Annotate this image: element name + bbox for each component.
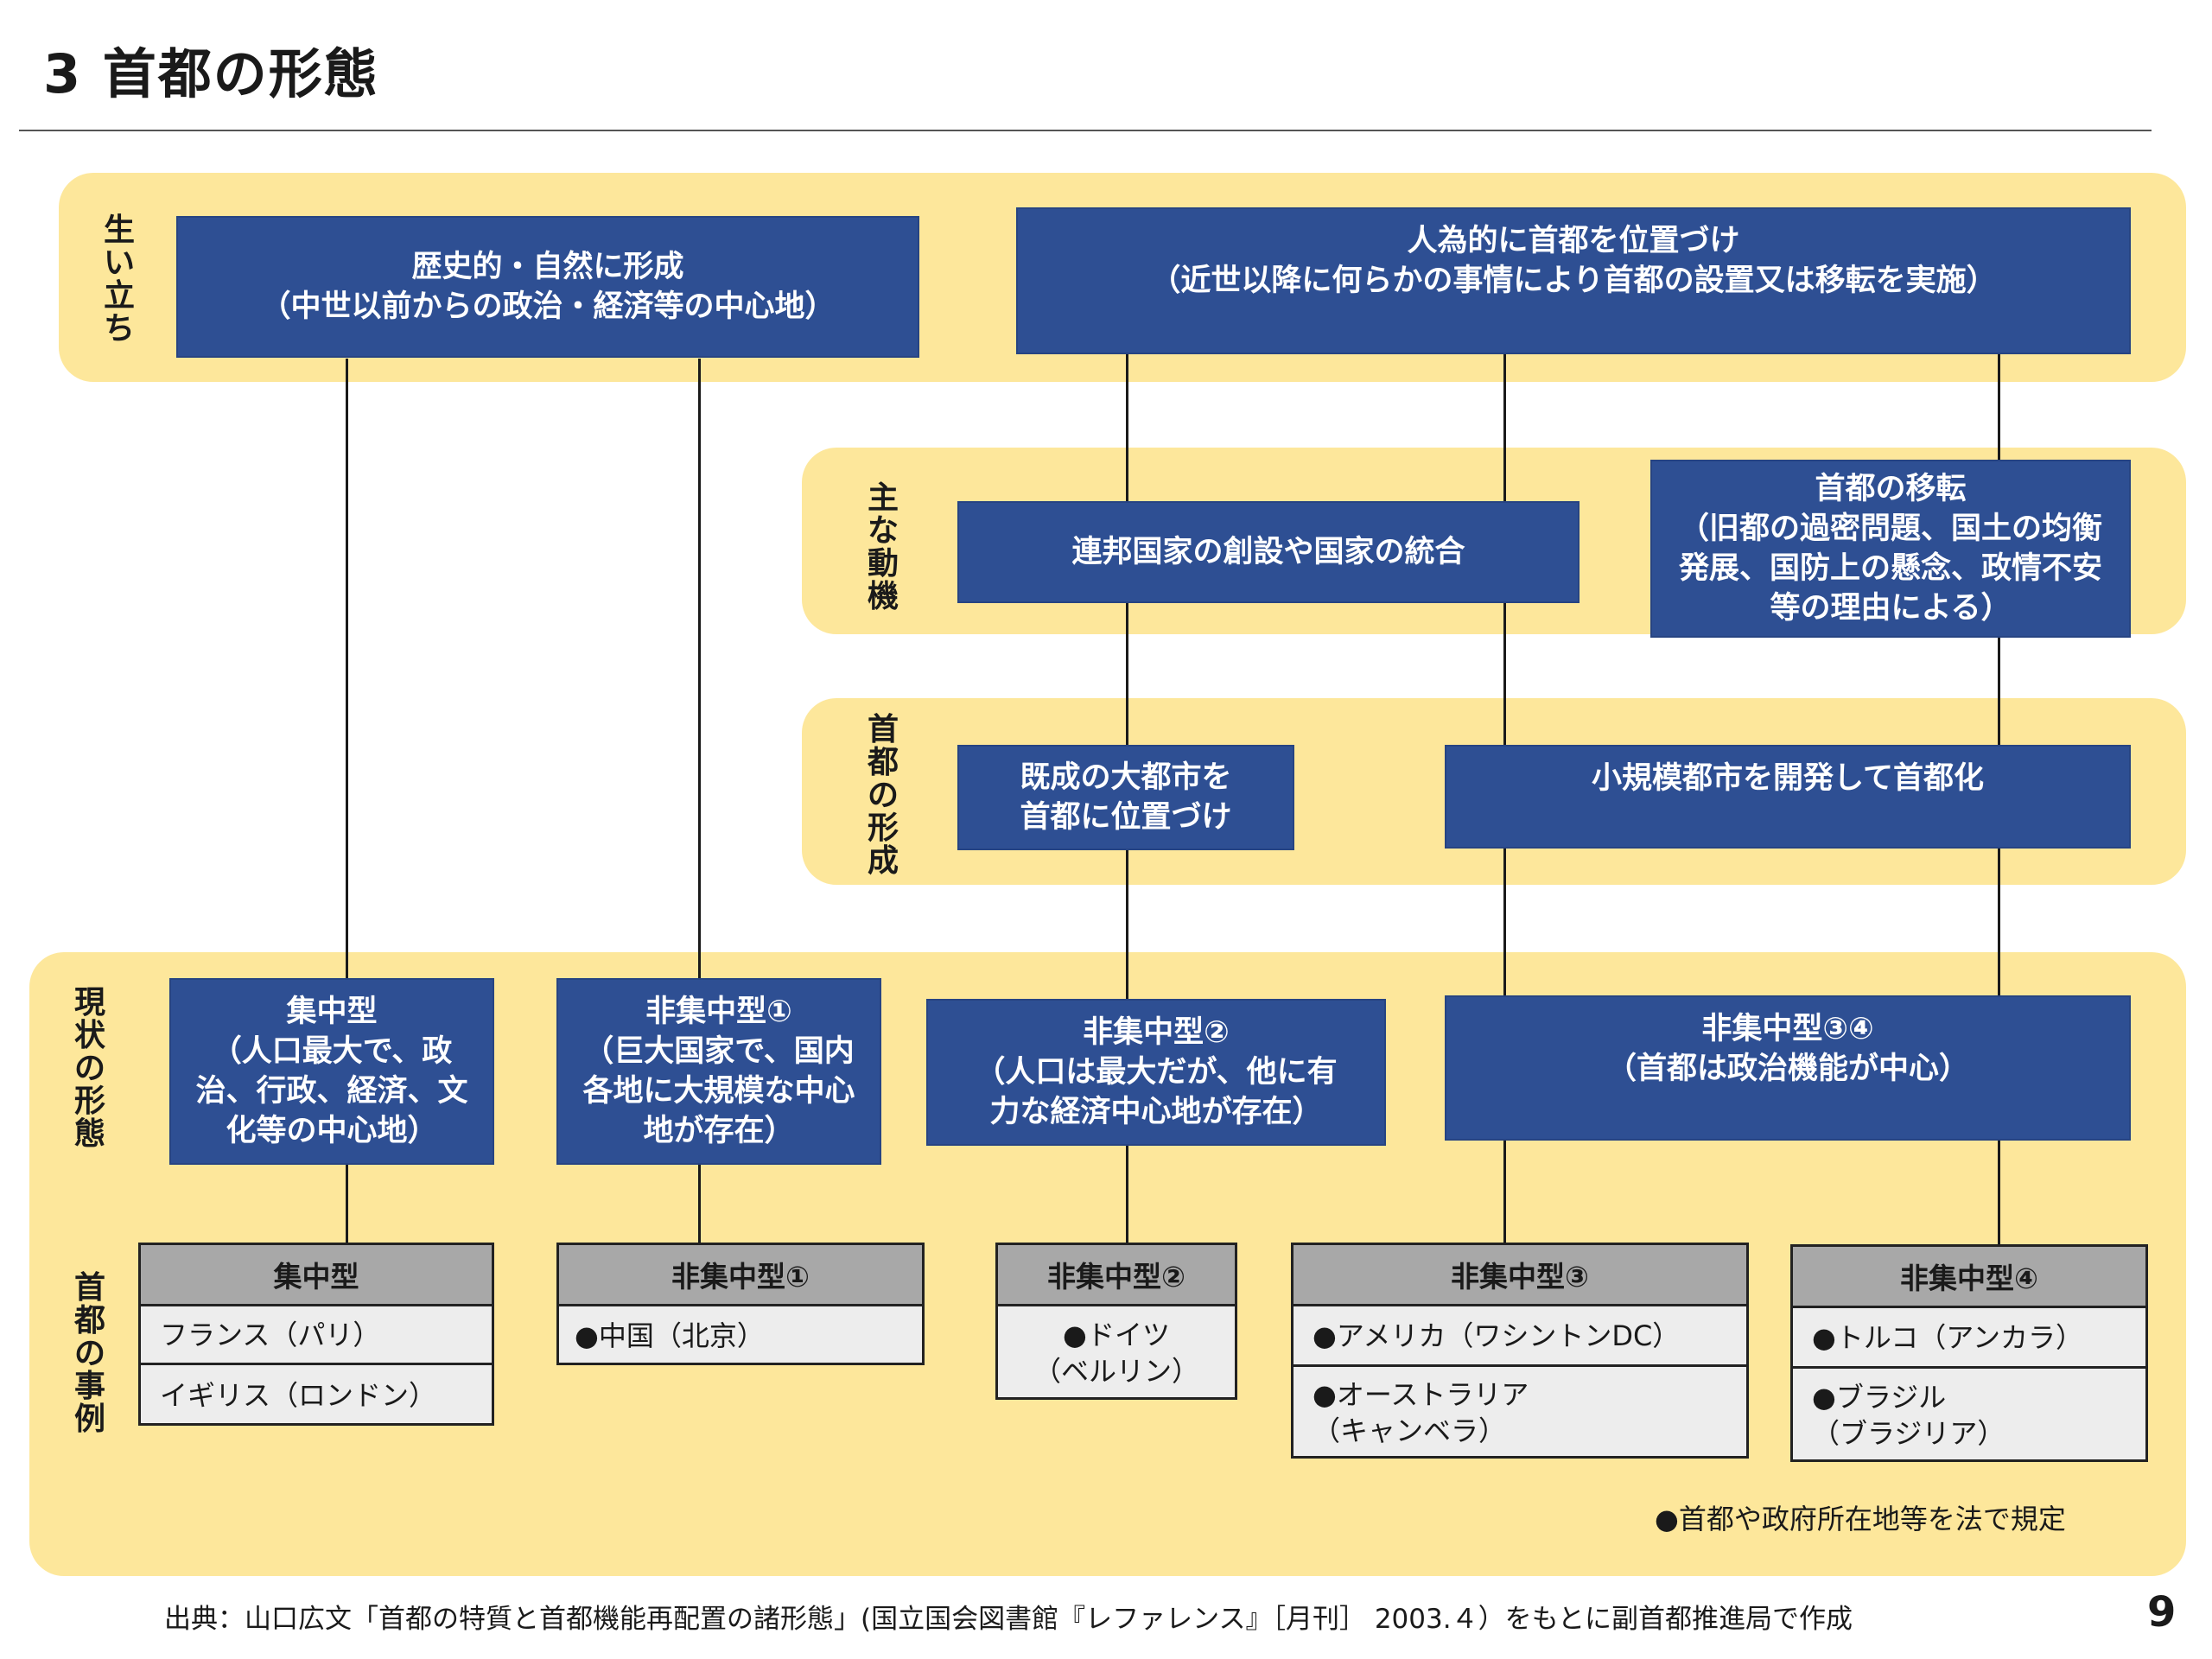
box-current-decentral34: 非集中型③④ （首都は政治機能が中心） (1445, 995, 2131, 1141)
box-origin-artificial: 人為的に首都を位置づけ （近世以降に何らかの事情により首都の設置又は移転を実施） (1016, 207, 2131, 354)
example-table-decentral2: 非集中型② ●ドイツ （ベルリン） (995, 1243, 1237, 1400)
page-number: 9 (2147, 1588, 2177, 1637)
box-motive-relocation: 首都の移転 （旧都の過密問題、国土の均衡発展、国防上の懸念、政情不安等の理由によ… (1650, 460, 2131, 638)
row-label-origin: 生い立ち (103, 213, 135, 346)
box-motive-federation: 連邦国家の創設や国家の統合 (957, 501, 1580, 603)
example-header: 集中型 (141, 1245, 492, 1306)
connector-natural-decentral1 (698, 359, 701, 1244)
legal-note: ●首都や政府所在地等を法で規定 (1655, 1503, 2066, 1535)
example-item: ●アメリカ（ワシントンDC） (1294, 1306, 1746, 1367)
box-formation-small: 小規模都市を開発して首都化 (1445, 745, 2131, 849)
page-title: 3 首都の形態 (43, 42, 379, 105)
example-header: 非集中型① (559, 1245, 922, 1306)
example-item: フランス（パリ） (141, 1306, 492, 1365)
source-citation: 出典：山口広文「首都の特質と首都機能再配置の諸形態」(国立国会図書館『レファレン… (164, 1604, 1853, 1635)
example-item: ●トルコ（アンカラ） (1793, 1308, 2145, 1369)
box-formation-existing: 既成の大都市を 首都に位置づけ (957, 745, 1294, 850)
row-label-formation: 首都の形成 (867, 712, 899, 879)
example-table-centralized: 集中型 フランス（パリ） イギリス（ロンドン） (138, 1243, 494, 1426)
example-header: 非集中型③ (1294, 1245, 1746, 1306)
example-item: ●オーストラリア （キャンベラ） (1313, 1378, 1529, 1447)
row-label-examples: 首都の事例 (73, 1270, 105, 1437)
example-item: ●ブラジル （ブラジリア） (1812, 1381, 2005, 1450)
box-current-decentral2: 非集中型② （人口は最大だが、他に有力な経済中心地が存在） (926, 999, 1386, 1146)
example-table-decentral4: 非集中型④ ●トルコ（アンカラ） ●ブラジル （ブラジリア） (1790, 1244, 2148, 1462)
connector-natural-centralized (346, 359, 348, 1244)
box-origin-natural: 歴史的・自然に形成 （中世以前からの政治・経済等の中心地） (176, 216, 919, 358)
example-header: 非集中型② (998, 1245, 1235, 1306)
box-current-decentral1: 非集中型① （巨大国家で、国内各地に大規模な中心地が存在） (556, 978, 881, 1165)
example-header: 非集中型④ (1793, 1247, 2145, 1308)
example-table-decentral3: 非集中型③ ●アメリカ（ワシントンDC） ●オーストラリア （キャンベラ） (1291, 1243, 1749, 1459)
example-table-decentral1: 非集中型① ●中国（北京） (556, 1243, 925, 1365)
row-label-current: 現状の形態 (73, 985, 105, 1152)
example-item: ●ドイツ （ベルリン） (1033, 1319, 1199, 1388)
example-item: イギリス（ロンドン） (160, 1379, 437, 1412)
title-divider (19, 130, 2152, 131)
example-item: ●中国（北京） (575, 1319, 765, 1352)
box-current-centralized: 集中型 （人口最大で、政治、行政、経済、文化等の中心地） (169, 978, 494, 1165)
row-label-motive: 主な動機 (867, 480, 899, 614)
